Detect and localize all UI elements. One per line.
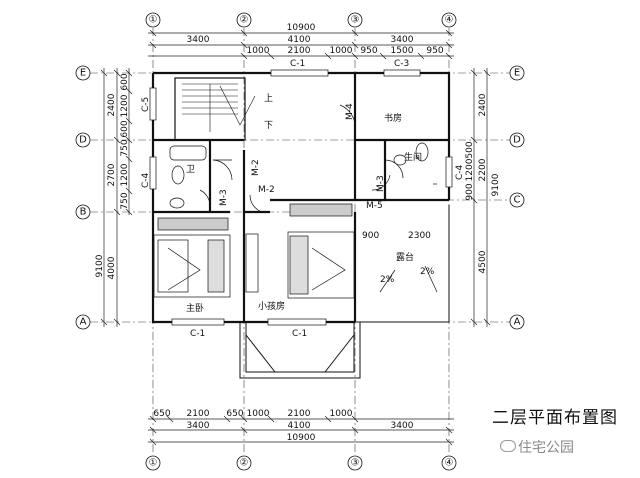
room-master-bedroom: 主卧 (186, 302, 204, 314)
label-m3-left: M-3 (219, 189, 229, 206)
dim-top-l2-1: 3400 (187, 35, 210, 45)
room-small-bedroom: 小孩房 (258, 300, 285, 312)
axis-1-bottom: ① (149, 458, 158, 469)
axis-2-top: ② (240, 15, 249, 26)
room-study: 书房 (384, 112, 402, 124)
axis-3-top: ③ (351, 15, 360, 26)
label-c1-bottom-mid: C-1 (292, 329, 307, 339)
dim-bottom-l2-3: 3400 (391, 421, 414, 431)
dim-left-tick-3: 750 (120, 139, 130, 156)
room-master-wc: 卫 (186, 165, 195, 175)
stair (182, 83, 256, 132)
label-stair-up: 上 (264, 93, 273, 104)
master-bed (153, 217, 231, 298)
label-c1-bottom-left: C-1 (190, 329, 205, 339)
axis-a-left: A (80, 317, 87, 328)
dim-top-l2-2: 4100 (288, 35, 311, 45)
axis-b-left: B (80, 207, 87, 218)
axis-4-bottom: ④ (445, 458, 454, 469)
label-m5: M-5 (366, 201, 383, 211)
label-slope-2: 2% (420, 267, 435, 277)
terrace-drains (379, 265, 438, 293)
dim-bottom-l2-1: 3400 (187, 421, 210, 431)
drawing-title: 二层平面布置图 (492, 408, 618, 428)
dim-bottom-l1-4: 1000 (247, 409, 270, 419)
dim-top-l3-5: 1500 (391, 46, 414, 56)
label-m3-right: M-3 (376, 175, 386, 192)
dim-right-overall: 9100 (491, 173, 501, 196)
dim-left-l1-2: 1200 (120, 94, 130, 117)
label-slope-1: 2% (380, 275, 395, 285)
dim-left-l1-4: 2700 (107, 163, 117, 186)
top-dimension-lines (148, 29, 454, 60)
label-c4-right: C-4 (455, 164, 465, 180)
label-m2b: M-2 (258, 185, 275, 195)
label-m4: M-4 (345, 103, 355, 120)
walls (151, 71, 451, 324)
dim-top-l3-6: 950 (426, 46, 443, 56)
dim-top-l3-2: 2100 (288, 46, 311, 56)
axis-c-right: C (514, 195, 521, 206)
dim-bottom-l1-3: 650 (226, 409, 243, 419)
dim-right-l1-3: 4500 (478, 250, 488, 273)
dim-bottom-l1-2: 2100 (187, 409, 210, 419)
dim-bottom-overall: 10900 (287, 433, 316, 443)
dim-left-l1-5: 750 (120, 192, 130, 209)
dim-left-l1-1: 2400 (107, 93, 117, 116)
label-terrace-dim-a: 900 (362, 231, 379, 241)
label-stair-down: 下 (264, 121, 273, 131)
room-wc-right: 生间 (404, 151, 422, 163)
dim-bottom-l1-1: 650 (153, 409, 170, 419)
label-c4-left: C-4 (141, 172, 151, 188)
fixtures (169, 142, 437, 209)
dim-left-tick-1: 600 (120, 73, 130, 90)
dim-bottom-l1-6: 1000 (330, 409, 353, 419)
dim-left-l1-6: 4000 (107, 256, 117, 279)
dim-top-l3-1: 1000 (247, 46, 270, 56)
dim-bottom-l2-2: 4100 (288, 421, 311, 431)
dim-right-small-3: 500 (465, 141, 475, 158)
axis-d-left: D (79, 135, 87, 146)
wechat-icon (500, 440, 516, 452)
dim-right-small-2: 1200 (465, 158, 475, 181)
dim-left-tick-2: 600 (120, 120, 130, 137)
child-bed (245, 203, 355, 299)
axis-bubbles (75, 12, 525, 471)
dim-right-l1-1: 2400 (478, 93, 488, 116)
axis-3-bottom: ③ (351, 458, 360, 469)
bottom-dimension-lines (148, 415, 454, 446)
bay-window (239, 322, 361, 379)
watermark-text: 住宅公园 (518, 440, 574, 456)
left-dimension-lines (100, 68, 133, 327)
axis-e-right: E (514, 68, 520, 79)
label-c5: C-5 (141, 97, 151, 112)
dim-left-l1-3: 1200 (120, 163, 130, 186)
label-m2a: M-2 (251, 159, 261, 176)
dim-right-small-1: 900 (465, 183, 475, 200)
label-c3-top: C-3 (394, 59, 409, 69)
dim-top-l2-3: 3400 (391, 35, 414, 45)
dim-top-overall: 10900 (287, 23, 316, 33)
dim-right-l1-2: 2200 (478, 158, 488, 181)
axis-d-right: D (513, 135, 521, 146)
axis-e-left: E (80, 68, 86, 79)
dim-left-overall: 9100 (95, 254, 105, 277)
doors (199, 104, 404, 213)
label-terrace-dim-b: 2300 (408, 231, 431, 241)
label-c1-top: C-1 (290, 59, 305, 69)
room-terrace: 露台 (396, 251, 414, 263)
dim-top-l3-3: 1000 (330, 46, 353, 56)
axis-a-right: A (514, 317, 521, 328)
axis-4-top: ④ (445, 15, 454, 26)
axis-1-top: ① (149, 15, 158, 26)
right-dimension-lines (470, 68, 491, 327)
axis-2-bottom: ② (240, 458, 249, 469)
dim-bottom-l1-5: 2100 (288, 409, 311, 419)
windows (149, 69, 453, 326)
dim-top-l3-4: 950 (360, 46, 377, 56)
